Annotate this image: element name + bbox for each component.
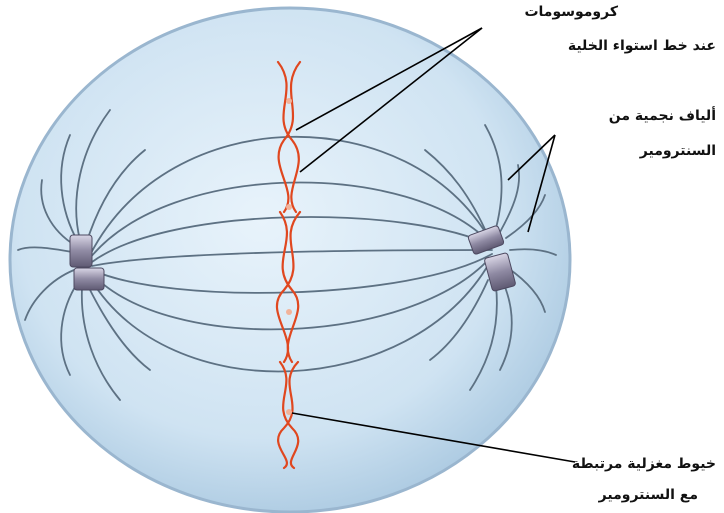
aster-fibers-label-line1: ألياف نجمية من xyxy=(609,108,716,124)
spindle-fibers-label-line2: مع السنترومير xyxy=(599,487,698,503)
spindle-fibers-label-line1: خيوط مغزلية مرتبطة xyxy=(572,456,716,472)
chromosomes-label-line1: كروموسومات xyxy=(524,4,618,20)
aster-fibers-label-line2: السنترومير xyxy=(640,143,716,159)
chromosomes-label-line2: عند خط استواء الخلية xyxy=(568,38,716,54)
